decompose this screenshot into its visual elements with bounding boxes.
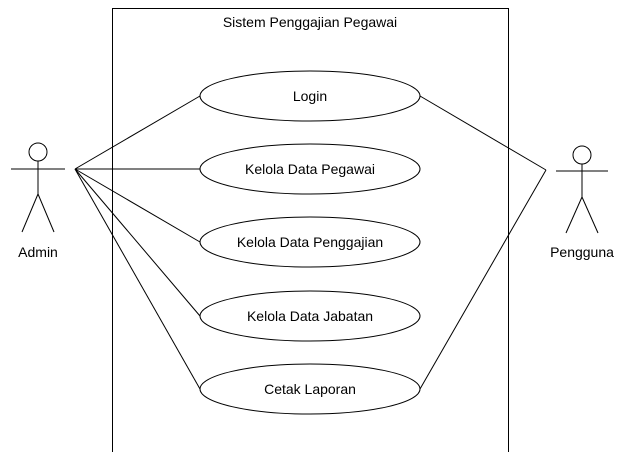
use-case-kelola-data-pegawai-label: Kelola Data Pegawai xyxy=(245,161,375,177)
use-case-login-shape xyxy=(199,70,421,122)
actor-admin-label: Admin xyxy=(18,244,58,260)
use-case-login-label: Login xyxy=(293,88,327,104)
use-case-kelola-data-jabatan-shape xyxy=(199,290,421,342)
actor-admin: Admin xyxy=(11,142,65,260)
system-title: Sistem Penggajian Pegawai xyxy=(223,14,397,30)
use-case-kelola-data-penggajian: Kelola Data Penggajian xyxy=(199,216,421,268)
use-case-kelola-data-jabatan-label: Kelola Data Jabatan xyxy=(247,308,373,324)
system-boundary-box xyxy=(112,8,509,452)
association-pengguna-login xyxy=(419,95,547,171)
association-admin-kelola-data-jabatan xyxy=(74,168,201,317)
use-case-cetak-laporan-label: Cetak Laporan xyxy=(264,381,356,397)
use-case-kelola-data-penggajian-label: Kelola Data Penggajian xyxy=(237,234,383,250)
association-admin-kelola-data-penggajian xyxy=(74,168,201,243)
use-case-login: Login xyxy=(199,70,421,122)
use-case-kelola-data-pegawai: Kelola Data Pegawai xyxy=(199,143,421,195)
associations xyxy=(74,95,547,390)
actor-pengguna-label: Pengguna xyxy=(550,244,614,260)
use-case-cetak-laporan: Cetak Laporan xyxy=(199,363,421,415)
use-case-kelola-data-jabatan: Kelola Data Jabatan xyxy=(199,290,421,342)
actor-pengguna: Pengguna xyxy=(550,145,614,260)
use-case-cetak-laporan-shape xyxy=(199,363,421,415)
actor-admin-icon xyxy=(11,142,65,233)
association-admin-login xyxy=(74,95,201,170)
use-case-kelola-data-pegawai-shape xyxy=(199,143,421,195)
use-case-kelola-data-penggajian-shape xyxy=(199,216,421,268)
actor-pengguna-icon xyxy=(556,145,608,234)
system-boundary: Sistem Penggajian Pegawai xyxy=(112,8,509,452)
association-pengguna-cetak-laporan xyxy=(419,169,547,390)
association-admin-cetak-laporan xyxy=(74,168,201,390)
